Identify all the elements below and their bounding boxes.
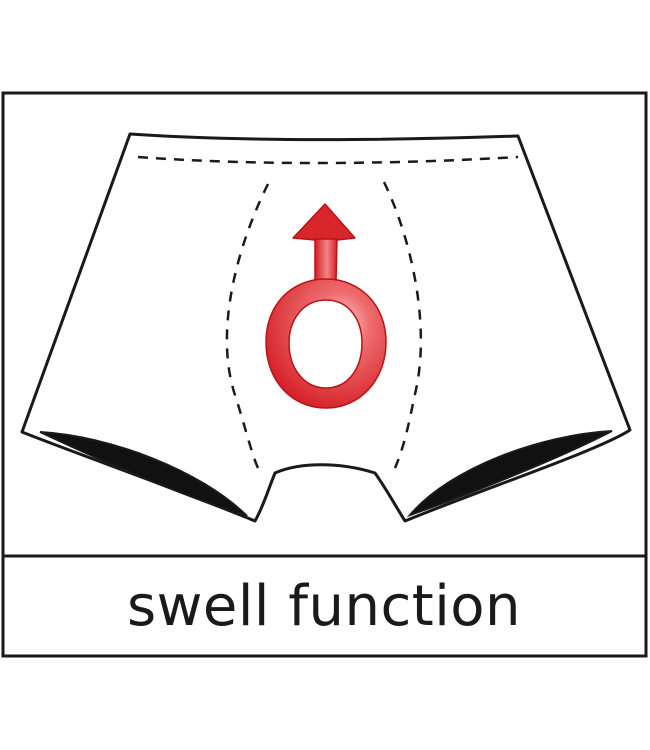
symbol-ring	[265, 278, 387, 409]
caption-text: swell function	[126, 573, 522, 639]
left-leg-band	[39, 431, 248, 517]
right-leg-band	[406, 430, 613, 518]
waistband-seam	[137, 155, 519, 165]
symbol-stem	[314, 238, 338, 283]
boxer-shorts-icon	[20, 132, 632, 523]
left-pouch-seam	[225, 183, 270, 469]
outer-frame	[1, 91, 648, 658]
right-pouch-seam	[382, 181, 423, 469]
male-symbol-icon	[265, 203, 387, 409]
